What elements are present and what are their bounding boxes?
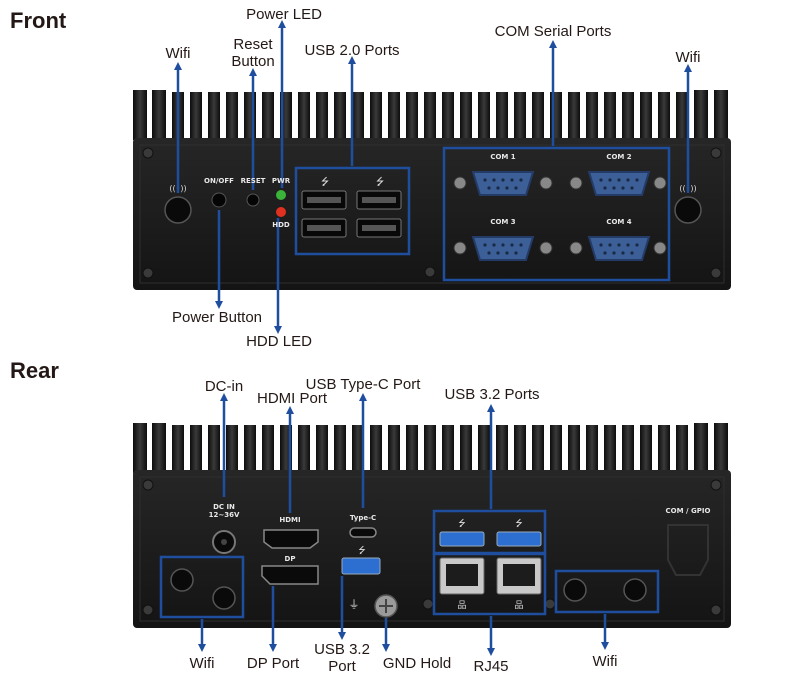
label-hdd: HDD: [272, 221, 290, 229]
com-callout-box: [442, 146, 671, 282]
callout-hdd-led: HDD LED: [246, 333, 312, 350]
callout-reset-button: Reset Button: [231, 36, 275, 70]
front-screws: [142, 147, 722, 279]
front-wifi-port-right: [674, 196, 702, 224]
usb32-single-connector: [341, 557, 381, 575]
callout-power-led: Power LED: [246, 6, 322, 23]
callout-rj45: RJ45: [473, 658, 509, 675]
label-com-gpio: COM / GPIO: [665, 507, 711, 515]
svg-text:⭍: ⭍: [376, 176, 384, 188]
usb2-callout-box: [294, 166, 411, 256]
callout-usb32-ports: USB 3.2 Ports: [444, 386, 540, 403]
rj45-ports: [439, 557, 542, 595]
label-com4: COM 4: [606, 218, 632, 226]
callout-power-button: Power Button: [171, 309, 263, 326]
callout-arrows: [174, 20, 692, 656]
callout-dp-port: DP Port: [246, 655, 300, 672]
rear-chassis: ⭍ ⏚ ⭍ ⭍ 品 品: [133, 423, 731, 628]
callout-rear-wifi-right: Wifi: [592, 653, 618, 670]
label-reset: RESET: [240, 177, 266, 185]
front-heading: Front: [10, 8, 67, 33]
svg-text:⭍: ⭍: [358, 545, 366, 556]
label-hdmi: HDMI: [279, 516, 301, 524]
svg-text:⭍: ⭍: [515, 518, 523, 529]
callout-usb-type-c: USB Type-C Port: [305, 376, 421, 393]
rear-screws: [142, 479, 722, 616]
front-heatsink-fins: [133, 90, 728, 140]
callout-dc-in: DC-in: [204, 378, 244, 395]
reset-button-device: [246, 193, 260, 207]
callout-front-wifi-right: Wifi: [675, 49, 701, 66]
callout-rear-wifi-left: Wifi: [189, 655, 215, 672]
type-c-connector: [349, 527, 377, 538]
label-dp: DP: [284, 555, 296, 563]
label-type-c: Type-C: [349, 514, 377, 522]
hdd-led-device: [276, 207, 286, 217]
rear-wifi-callout-left: [159, 555, 245, 619]
label-pwr: PWR: [271, 177, 291, 185]
svg-text:⭍: ⭍: [458, 518, 466, 529]
callout-gnd-hold: GND Hold: [382, 655, 452, 672]
callout-front-wifi-left: Wifi: [165, 45, 191, 62]
rear-heatsink-fins: [133, 423, 728, 473]
label-com2: COM 2: [606, 153, 632, 161]
label-com3: COM 3: [490, 218, 516, 226]
power-led-device: [276, 190, 286, 200]
dp-connector: [261, 565, 319, 585]
com-gpio-knockout: [667, 524, 709, 576]
rear-heading: Rear: [10, 358, 59, 383]
label-com1: COM 1: [490, 153, 516, 161]
svg-text:品: 品: [457, 600, 466, 611]
callout-usb2-ports: USB 2.0 Ports: [304, 42, 400, 59]
label-dc-in: DC IN 12~36V: [208, 503, 240, 519]
front-chassis: ((•)) ((•)) ⭍ ⭍: [133, 90, 731, 290]
svg-text:⏚: ⏚: [349, 598, 360, 611]
com-connectors: [453, 171, 667, 261]
label-on-off: ON/OFF: [204, 177, 234, 185]
hdmi-connector: [263, 529, 319, 549]
callout-usb32-port: USB 3.2 Port: [314, 641, 370, 675]
callout-com-serial-ports: COM Serial Ports: [494, 23, 612, 40]
svg-text:⭍: ⭍: [321, 176, 329, 188]
rj45-callout-box: [432, 552, 547, 616]
power-button-device: [211, 192, 227, 208]
rear-wifi-callout-right: [554, 569, 660, 614]
callout-hdmi-port: HDMI Port: [256, 390, 327, 407]
svg-text:品: 品: [514, 600, 523, 611]
front-wifi-port-left: [164, 196, 192, 224]
